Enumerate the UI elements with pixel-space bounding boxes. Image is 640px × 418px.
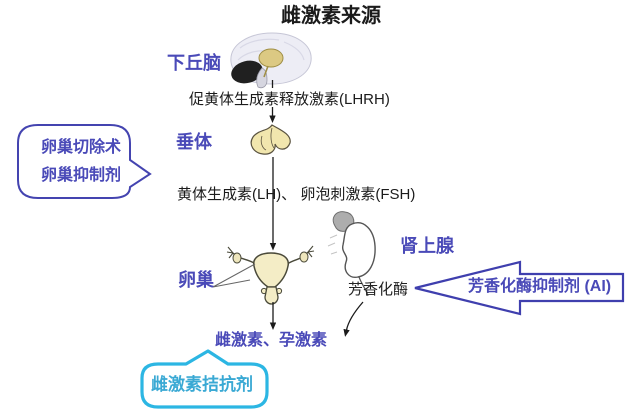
arrow-aromatase-to-estrogen: [343, 301, 364, 337]
ai-arrow-label: 芳香化酶抑制剂 (AI): [468, 278, 612, 295]
ovary-callout-line1: 卵巢切除术: [40, 139, 121, 156]
label-ovary: 卵巢: [178, 270, 214, 290]
hormone-lhrh: 促黄体生成素释放激素(LHRH): [189, 91, 390, 108]
label-pituitary: 垂体: [176, 132, 212, 152]
ai-block-arrow: [414, 260, 625, 316]
hormone-lh-fsh: 黄体生成素(LH)、 卵泡刺激素(FSH): [177, 186, 416, 203]
ovary-callout-bubble: [17, 124, 152, 199]
ovary-callout-line2: 卵巢抑制剂: [40, 167, 121, 184]
kidney-adrenal-icon: [327, 211, 376, 297]
label-adrenal: 肾上腺: [400, 236, 454, 256]
pituitary-gland-icon: [250, 124, 291, 155]
label-hypothalamus: 下丘脑: [167, 53, 221, 73]
label-aromatase: 芳香化酶: [348, 281, 409, 298]
estrogen-antagonist-label: 雌激素拮抗剂: [151, 375, 253, 394]
flow-arrows: [269, 80, 364, 337]
brain-icon: [230, 32, 312, 89]
antagonist-callout-bubble: [140, 349, 269, 409]
label-estrogen-progesterone: 雌激素、孕激素: [215, 332, 328, 349]
diagram-title: 雌激素来源: [281, 5, 381, 27]
ovary-leader-lines: [212, 263, 256, 288]
ovary-callout-text: 卵巢切除术 卵巢抑制剂: [32, 134, 130, 190]
uterus-ovaries-icon: [226, 245, 315, 305]
